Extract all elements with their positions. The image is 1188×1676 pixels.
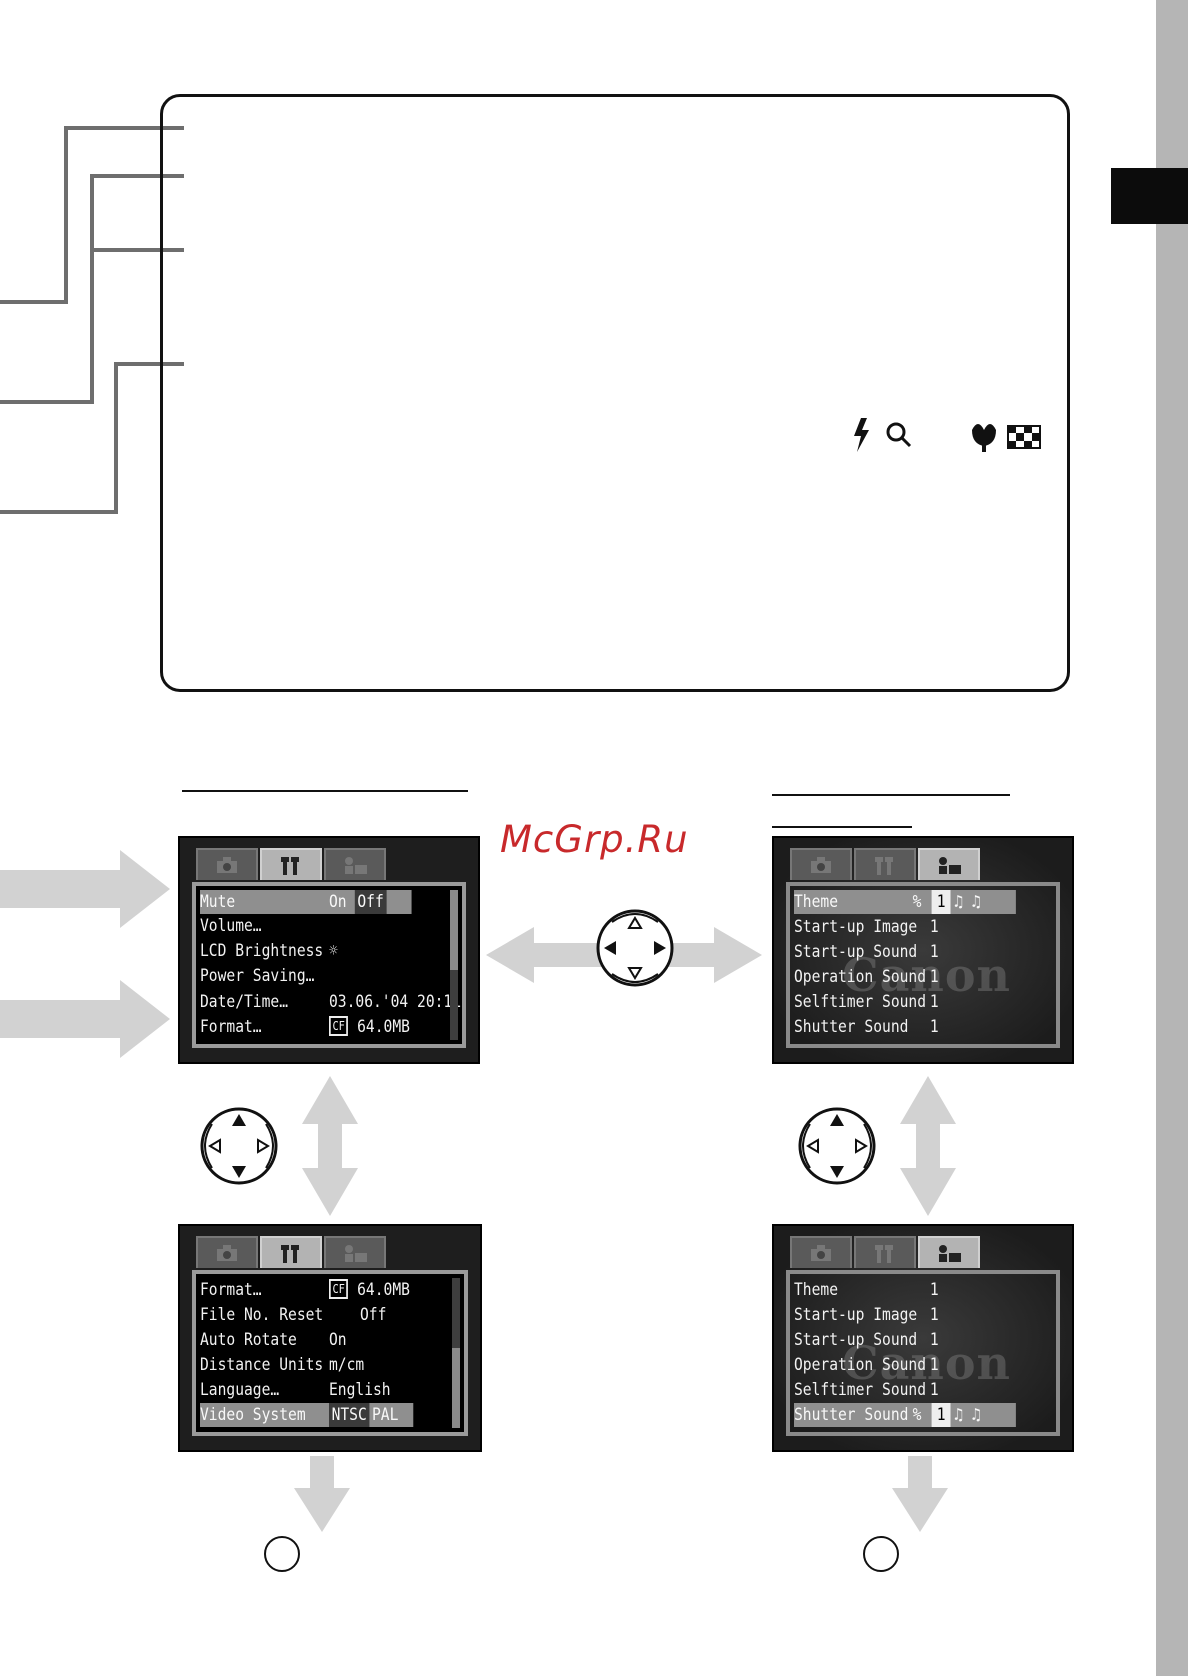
- watermark-text: McGrp.Ru: [500, 818, 689, 861]
- heading-rule-right-2: [772, 826, 912, 828]
- checker-icon: [1007, 425, 1041, 449]
- setup-tab-icon: [281, 857, 299, 875]
- cf-card-icon: CF: [329, 1279, 349, 1299]
- mycamera-tab-icon: [345, 1245, 367, 1262]
- heading-rule-right-1: [772, 794, 1010, 796]
- left-pointer-arrows: [0, 850, 170, 1058]
- camera-tab-icon: [217, 857, 237, 873]
- chapter-tab: [1111, 168, 1188, 224]
- menu-row[interactable]: Power Saving…: [200, 966, 315, 986]
- step-circle: [863, 1536, 899, 1572]
- vertical-double-arrow-left: [302, 1076, 358, 1216]
- tab-camera: [196, 1236, 258, 1268]
- step-circle: [264, 1536, 300, 1572]
- setup-tab-icon: [281, 1245, 299, 1263]
- scrollbar: [450, 890, 458, 1040]
- dpad-icon: [798, 1107, 876, 1185]
- camera-tab-icon: [217, 1245, 237, 1261]
- mode-icons: [854, 418, 1041, 452]
- note-panel: [160, 94, 1070, 692]
- mycamera-tab-icon: [939, 857, 961, 874]
- tab-my-camera: [324, 1236, 386, 1268]
- camera-tab-icon: [811, 1245, 831, 1261]
- menu-row[interactable]: Format…CF 64.0MB: [200, 1016, 410, 1037]
- canon-logo-watermark: Canon: [842, 1336, 1011, 1390]
- down-arrow-left: [294, 1456, 350, 1532]
- tab-setup: [854, 1236, 916, 1268]
- tab-camera: [790, 848, 852, 880]
- menu-row[interactable]: Volume…: [200, 916, 262, 936]
- down-arrow-right: [892, 1456, 948, 1532]
- menu-row[interactable]: Date/Time…03.06.'04 20:11: [200, 992, 462, 1012]
- magnify-icon: [886, 422, 912, 448]
- tab-camera: [790, 1236, 852, 1268]
- menu-row[interactable]: LCD Brightness☼: [200, 941, 338, 961]
- scrollbar: [452, 1278, 460, 1428]
- menu-row[interactable]: Theme%1♫ ♫: [794, 890, 1016, 914]
- tab-my-camera: [918, 848, 980, 880]
- flash-icon: [854, 418, 869, 452]
- menu-row[interactable]: Format…CF 64.0MB: [200, 1279, 410, 1300]
- margin-band: [1156, 0, 1188, 1676]
- tab-setup: [260, 1236, 322, 1268]
- cf-card-icon: CF: [329, 1016, 349, 1036]
- tab-setup: [854, 848, 916, 880]
- mycamera-tab-icon: [939, 1245, 961, 1262]
- tab-camera: [196, 848, 258, 880]
- vertical-double-arrow-right: [900, 1076, 956, 1216]
- menu-row[interactable]: Language…English: [200, 1380, 391, 1400]
- tab-my-camera: [918, 1236, 980, 1268]
- camera-tab-icon: [811, 857, 831, 873]
- canon-logo-watermark: Canon: [842, 948, 1011, 1002]
- mycamera-tab-icon: [345, 857, 367, 874]
- heading-rule-left: [182, 790, 468, 792]
- macro-icon: [972, 424, 996, 452]
- menu-row[interactable]: Shutter Sound%1♫ ♫: [794, 1403, 1016, 1427]
- setup-tab-icon: [875, 1245, 893, 1263]
- tab-setup: [260, 848, 322, 880]
- dpad-icon: [200, 1107, 278, 1185]
- setup-tab-icon: [875, 857, 893, 875]
- dpad-icon: [596, 909, 674, 987]
- leader-lines: [0, 126, 184, 514]
- tab-my-camera: [324, 848, 386, 880]
